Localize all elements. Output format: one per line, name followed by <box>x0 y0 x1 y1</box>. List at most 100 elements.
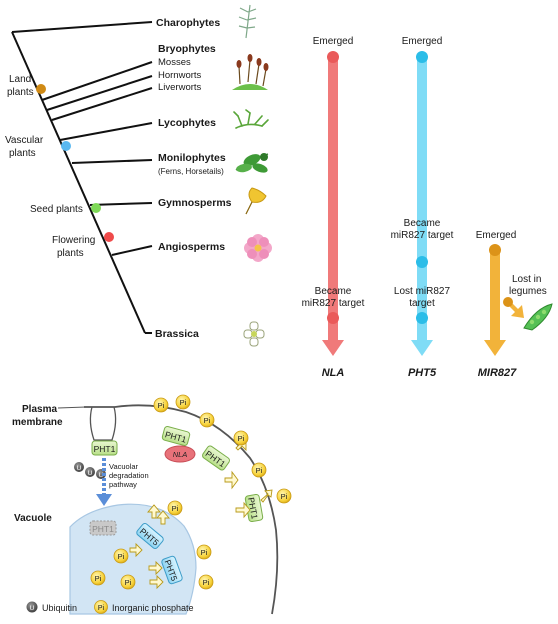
tree-trunk <box>11 31 146 334</box>
pi-5-label: Pi <box>256 466 263 475</box>
taxon-mosses: Mosses <box>158 57 191 68</box>
taxon-liverworts: Liverworts <box>158 82 202 93</box>
pht1-internalized-label: PHT1 <box>94 444 116 454</box>
endocytosis-curve <box>89 406 117 441</box>
nla-target-label-2: miR827 target <box>302 298 365 309</box>
pht5-bar <box>417 58 427 340</box>
ubiquitin-1 <box>74 462 84 472</box>
pi-12-label: Pi <box>125 578 132 587</box>
legend-pi-symbol-label: Pi <box>98 605 105 612</box>
pi-10-label: Pi <box>118 552 125 561</box>
legend-pi-symbol <box>94 600 108 614</box>
node-vascular-plants <box>61 141 71 151</box>
taxon-hornworts: Hornworts <box>158 70 202 81</box>
mir827-arrowhead <box>484 340 506 356</box>
pi-6 <box>276 488 292 504</box>
legend: U Ubiquitin Pi Inorganic phosphate <box>26 600 194 614</box>
pht1-membrane-2: PHT1 <box>202 445 230 471</box>
pathway-label-3: pathway <box>109 480 137 489</box>
mir827-emerged-label: Emerged <box>476 230 517 241</box>
pht5-tonoplast-1: PHT5 <box>136 523 164 549</box>
node-flowering-plants <box>104 232 114 242</box>
node-seed-plants <box>91 203 101 213</box>
node-label-flowering-1: Flowering <box>52 235 95 246</box>
node-label-seed: Seed plants <box>30 204 83 215</box>
pi-2-label: Pi <box>180 398 187 407</box>
pi-11 <box>90 570 106 586</box>
pi-7-label: Pi <box>172 504 179 513</box>
pht1-internalized <box>91 440 118 456</box>
mir827-emerged-dot <box>489 244 501 256</box>
pi-3-label: Pi <box>204 416 211 425</box>
legume-pod-icon <box>523 303 553 331</box>
pi-4 <box>233 430 249 446</box>
legend-ubiquitin-symbol-label: U <box>30 605 35 612</box>
pht5-transport-arrows <box>129 504 170 590</box>
ubiquitin-3-label: U <box>99 472 104 479</box>
pathway-label-1: Vacuolar <box>109 462 139 471</box>
degradation-arrowhead <box>96 494 112 506</box>
taxon-charophytes: Charophytes <box>156 17 220 29</box>
node-label-land-2: plants <box>7 87 34 98</box>
branch-monilophytes <box>71 159 153 164</box>
pht5-lost-label-1: Lost miR827 <box>394 286 451 297</box>
branch-lycophytes <box>59 122 153 141</box>
pht5-target-label-1: Became <box>404 218 441 229</box>
pht5-arrowhead <box>411 340 433 356</box>
pht5-emerged-dot <box>416 51 428 63</box>
nla-emerged-label: Emerged <box>313 36 354 47</box>
branch-liverworts <box>51 87 153 121</box>
mir827-lost-label-1: Lost in <box>512 274 541 285</box>
moss-icon <box>232 54 269 90</box>
nla-emerged-dot <box>327 51 339 63</box>
node-label-vascular-1: Vascular <box>5 135 44 146</box>
pht5-lost-label-2: target <box>409 298 435 309</box>
ubiquitin-2 <box>85 467 95 477</box>
node-land-plants <box>36 84 46 94</box>
pht1-degraded <box>89 520 117 536</box>
plasma-membrane-label-2: membrane <box>12 417 63 428</box>
branch-mosses <box>41 61 153 101</box>
node-label-flowering-2: plants <box>57 248 84 259</box>
taxon-brassica: Brassica <box>155 328 199 340</box>
timeline-pht5: Emerged Became miR827 target Lost miR827… <box>391 36 454 379</box>
ubiquitin-3 <box>96 469 106 479</box>
pht1-degraded-label: PHT1 <box>92 524 114 534</box>
taxon-monilophytes: Monilophytes <box>158 152 226 164</box>
node-label-land-1: Land <box>9 74 31 85</box>
pht1-membrane-3-label: PHT1 <box>246 497 260 520</box>
pht5-target-label-2: miR827 target <box>391 230 454 241</box>
node-label-vascular-2: plants <box>9 148 36 159</box>
mir827-lost-dot <box>503 297 513 307</box>
branch-gymnosperms <box>89 202 153 206</box>
pi-molecules: Pi Pi Pi Pi Pi Pi Pi Pi Pi Pi Pi Pi <box>90 394 292 590</box>
nla-arrowhead <box>322 340 344 356</box>
pi-8-label: Pi <box>201 548 208 557</box>
vacuole-label: Vacuole <box>14 513 52 524</box>
pi-12 <box>120 574 136 590</box>
taxon-bryophytes: Bryophytes <box>158 43 216 55</box>
branch-angiosperms <box>111 245 153 256</box>
pathway-label-2: degradation <box>109 471 149 480</box>
membrane-label-line <box>57 406 87 409</box>
plasma-membrane-label-1: Plasma <box>22 404 57 415</box>
pi-9 <box>198 574 214 590</box>
lycophyte-icon <box>233 109 269 129</box>
nla-protein-label: NLA <box>173 450 188 459</box>
legend-pi-label: Inorganic phosphate <box>112 603 194 613</box>
charophyte-icon <box>238 4 257 39</box>
vacuole <box>69 503 197 615</box>
taxon-angiosperms: Angiosperms <box>158 241 225 253</box>
pht5-tonoplast-2: PHT5 <box>161 555 183 585</box>
pi-3 <box>199 412 215 428</box>
nla-gene-name: NLA <box>322 367 345 379</box>
pi-9-label: Pi <box>203 578 210 587</box>
taxon-lycophytes: Lycophytes <box>158 117 216 129</box>
pht5-gene-name: PHT5 <box>408 367 437 379</box>
taxon-gymnosperms: Gymnosperms <box>158 197 232 209</box>
cell-diagram: Plasma membrane Vacuole PHT1 U U U Vacuo… <box>12 394 292 615</box>
legend-ubiquitin-label: Ubiquitin <box>42 603 77 613</box>
ubiquitin-2-label: U <box>88 470 93 477</box>
fern-icon <box>235 153 269 173</box>
